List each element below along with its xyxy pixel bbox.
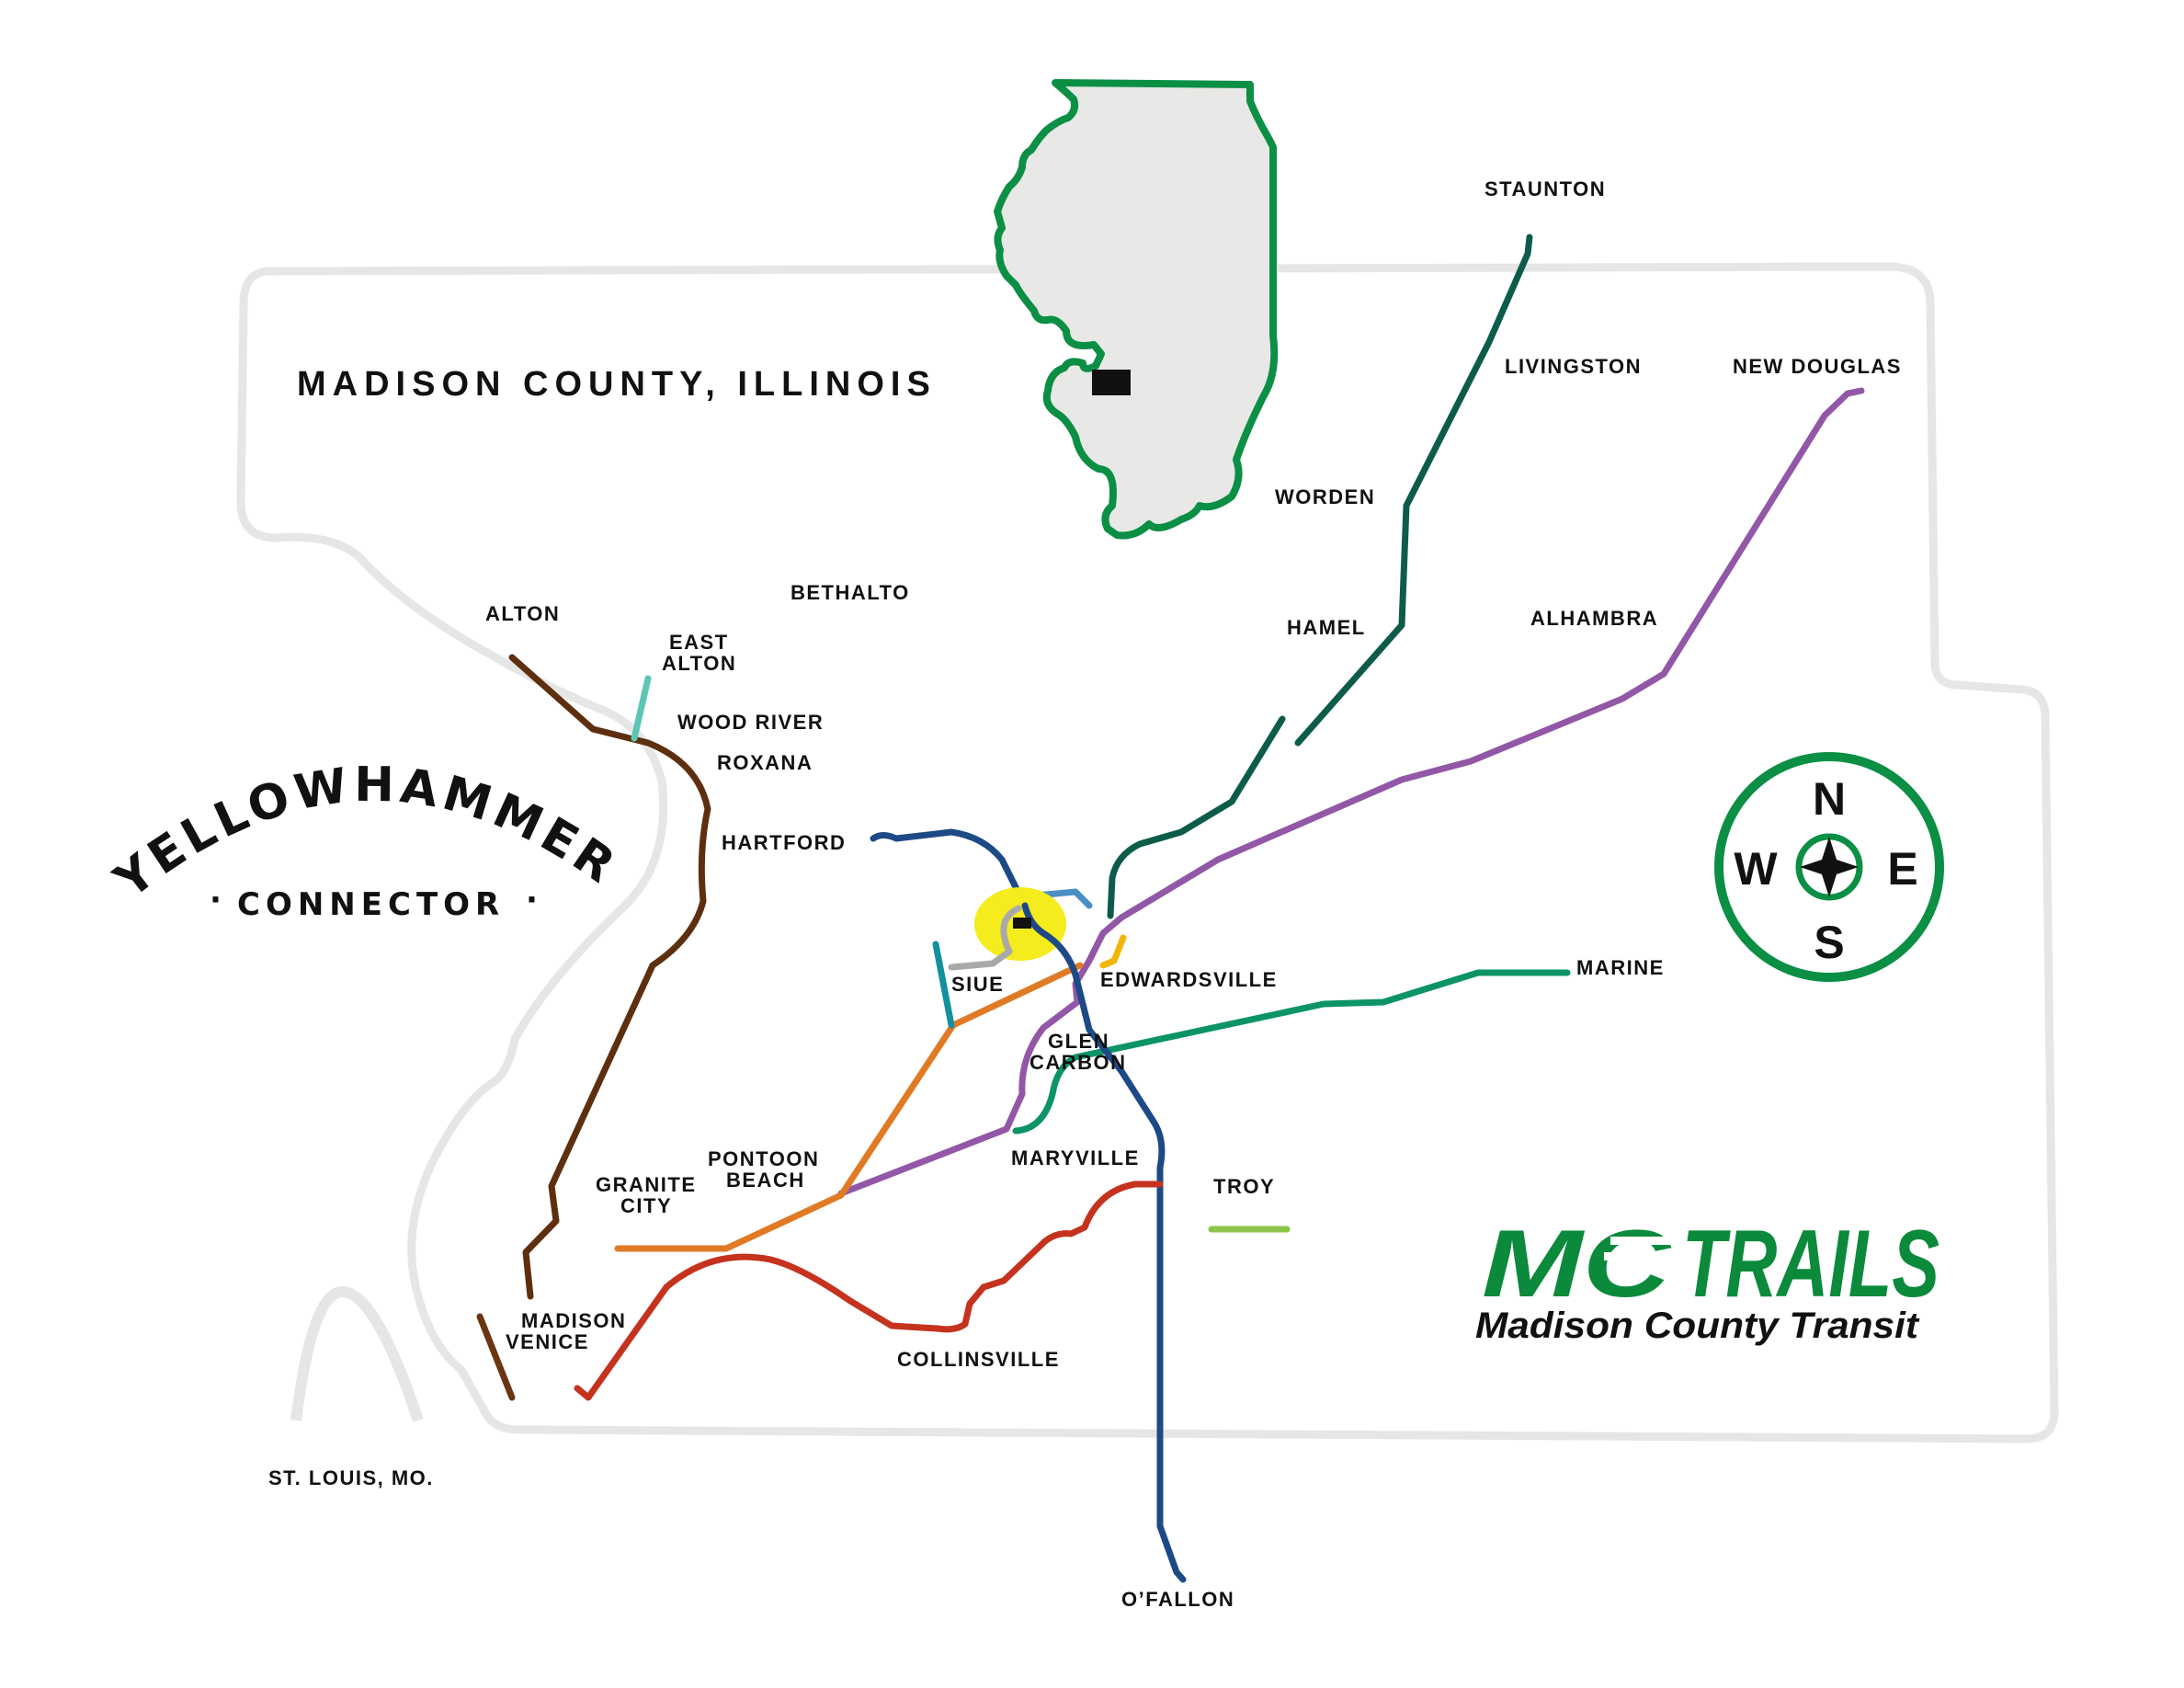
label-livingston: LIVINGSTON <box>1505 355 1642 378</box>
label-pontoon-beach-1: PONTOON <box>708 1147 819 1170</box>
label-roxana: ROXANA <box>717 751 813 774</box>
label-staunton: STAUNTON <box>1484 177 1606 200</box>
east-alton-line[interactable] <box>631 675 652 742</box>
siue-hartford-overlay <box>1021 902 1079 978</box>
label-granite-city-1: GRANITE <box>596 1173 697 1196</box>
map-title: MADISON COUNTY, ILLINOIS <box>297 365 937 404</box>
logo-subtitle: Madison County Transit <box>1475 1306 1920 1346</box>
logo-trails: TRAILS <box>1682 1211 1939 1317</box>
logo-mc: MC <box>1482 1211 1672 1317</box>
label-glen-carbon-1: GLEN <box>1048 1030 1109 1053</box>
siue-stop-marker <box>1013 918 1031 929</box>
madison-venice-line[interactable] <box>476 1313 516 1401</box>
label-east-alton-2: ALTON <box>662 652 736 675</box>
label-hartford: HARTFORD <box>722 831 846 854</box>
label-collinsville: COLLINSVILLE <box>897 1348 1060 1371</box>
new-douglas-line[interactable] <box>837 387 1865 1197</box>
compass-north: N <box>1813 773 1846 825</box>
label-ofallon: O’FALLON <box>1121 1588 1234 1611</box>
compass-star-icon <box>1800 837 1859 897</box>
label-st-louis: ST. LOUIS, MO. <box>268 1466 434 1489</box>
compass-south: S <box>1814 917 1844 968</box>
collinsville-line[interactable] <box>574 1180 1164 1401</box>
label-hamel: HAMEL <box>1287 616 1366 639</box>
siue-teal-line[interactable] <box>932 941 955 1029</box>
connector-subtitle: CONNECTOR <box>237 886 505 923</box>
gateway-arch <box>290 1285 424 1422</box>
connector-dot-right: · <box>526 882 543 918</box>
label-granite-city-2: CITY <box>620 1194 672 1217</box>
compass-east: E <box>1887 843 1917 895</box>
granite-city-line[interactable] <box>614 962 1084 1252</box>
label-glen-carbon-2: CARBON <box>1029 1051 1127 1074</box>
label-pontoon-beach-2: BEACH <box>726 1169 805 1192</box>
label-new-douglas: NEW DOUGLAS <box>1733 355 1902 378</box>
county-outline <box>236 262 2059 1443</box>
label-marine: MARINE <box>1576 956 1665 979</box>
label-alton: ALTON <box>485 602 560 625</box>
mct-trails-logo: MC TRAILS Madison County Transit <box>1475 1211 1939 1346</box>
logo-speed-stripe-1 <box>1610 1237 1712 1245</box>
label-east-alton-1: EAST <box>669 631 729 654</box>
label-alhambra: ALHAMBRA <box>1530 607 1658 630</box>
connector-dot-left: · <box>210 882 227 918</box>
label-wood-river: WOOD RIVER <box>677 711 824 734</box>
label-worden: WORDEN <box>1275 485 1375 508</box>
label-siue: SIUE <box>951 973 1004 996</box>
staunton-line[interactable] <box>1294 234 1533 747</box>
staunton-line-branch[interactable] <box>1107 715 1286 919</box>
label-troy: TROY <box>1213 1175 1275 1198</box>
label-bethalto: BETHALTO <box>791 581 910 604</box>
illinois-state-shape <box>994 79 1279 540</box>
compass-west: W <box>1734 843 1778 895</box>
place-labels: STAUNTON LIVINGSTON NEW DOUGLAS WORDEN H… <box>268 177 1902 1611</box>
compass-rose: N S W E <box>1714 752 1944 982</box>
alton-line[interactable] <box>508 654 711 1300</box>
logo-speed-stripe-2 <box>1604 1252 1710 1260</box>
label-madison-venice-1: MADISON <box>521 1309 626 1332</box>
yellow-spur[interactable] <box>1099 934 1127 969</box>
label-madison-venice-2: VENICE <box>506 1330 589 1353</box>
label-edwardsville: EDWARDSVILLE <box>1100 968 1278 991</box>
marine-line[interactable] <box>1012 969 1571 1135</box>
madison-county-marker <box>1092 370 1131 395</box>
siue-gray-line[interactable] <box>948 905 1022 971</box>
label-maryville: MARYVILLE <box>1011 1146 1140 1169</box>
